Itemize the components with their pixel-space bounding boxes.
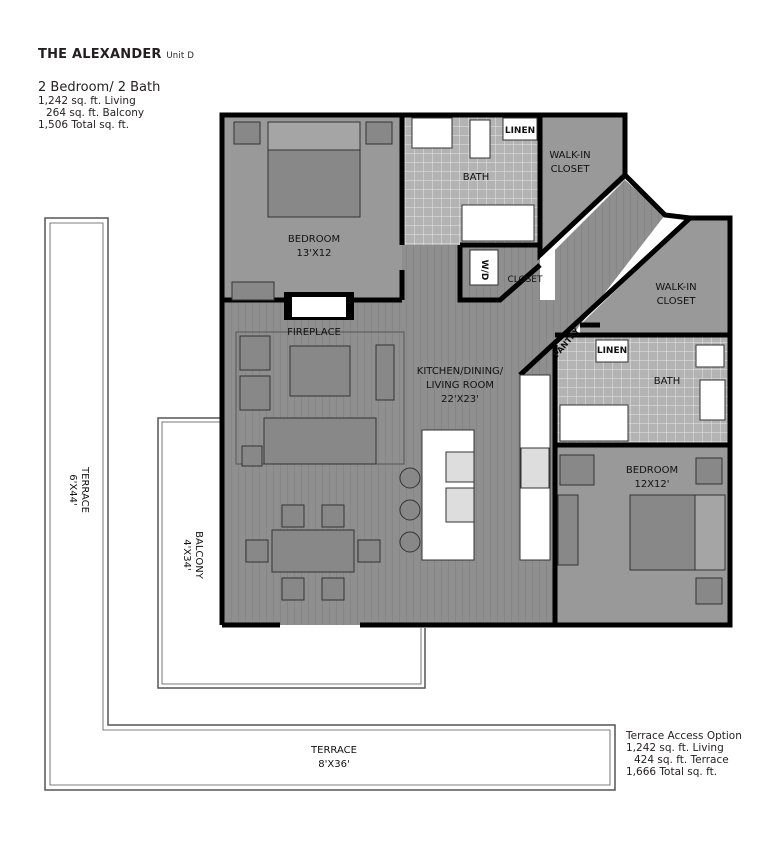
living-area: 1,242 sq. ft. Living: [38, 95, 136, 107]
terrace-side-size: 6'X44': [67, 474, 78, 505]
walkin-2-label: WALK-IN: [655, 282, 696, 293]
balcony-size: 4'X34': [181, 539, 192, 570]
walkin-2-label-2: CLOSET: [657, 296, 697, 307]
living-size: 22'X23': [441, 394, 479, 405]
unit-name: Unit D: [166, 51, 195, 61]
wd-label: W/D: [479, 260, 489, 281]
unit-summary: 2 Bedroom/ 2 Bath 1,242 sq. ft. Living 2…: [38, 80, 160, 131]
bedroom-2-size: 12X12': [634, 479, 669, 490]
sofa: [263, 417, 377, 465]
terrace-option-total: 1,666 Total sq. ft.: [626, 766, 718, 778]
closet-label: CLOSET: [508, 275, 543, 285]
layout-text: 2 Bedroom/ 2 Bath: [38, 80, 161, 95]
linen-1-label: LINEN: [505, 126, 535, 136]
balcony-label: BALCONY: [193, 531, 204, 580]
balcony-area: 264 sq. ft. Balcony: [46, 107, 145, 119]
bath-2-label: BATH: [654, 376, 681, 387]
walls: [219, 112, 733, 628]
tub-1: [461, 204, 535, 242]
terrace-option-terrace: 424 sq. ft. Terrace: [634, 754, 729, 766]
tub-2: [559, 404, 629, 442]
terrace-bottom-size: 8'X36': [318, 759, 349, 770]
linen-2-label: LINEN: [597, 346, 627, 356]
terrace-option-living: 1,242 sq. ft. Living: [626, 742, 724, 754]
living-label-2: LIVING ROOM: [426, 380, 494, 391]
building-name: THE ALEXANDER: [38, 47, 162, 62]
bath-1-label: BATH: [463, 172, 490, 183]
furniture: [231, 117, 726, 605]
living-label: KITCHEN/DINING/: [417, 366, 504, 377]
plan-title: THE ALEXANDER Unit D: [38, 47, 194, 62]
terrace: [44, 217, 616, 791]
terrace-option-title: Terrace Access Option: [626, 730, 742, 742]
total-area: 1,506 Total sq. ft.: [38, 119, 130, 131]
bedroom-2-label: BEDROOM: [626, 465, 678, 476]
walkin-1-label-2: CLOSET: [551, 164, 591, 175]
terrace-bottom-label: TERRACE: [310, 745, 357, 756]
terrace-option-summary: Terrace Access Option 1,242 sq. ft. Livi…: [626, 730, 742, 778]
walkin-1-label: WALK-IN: [549, 150, 590, 161]
bedroom-1-label: BEDROOM: [288, 234, 340, 245]
fireplace-label: FIREPLACE: [287, 327, 341, 338]
bedroom-1-size: 13'X12: [296, 248, 331, 259]
terrace-side-label: TERRACE: [79, 466, 90, 513]
dining-table: [271, 529, 355, 573]
